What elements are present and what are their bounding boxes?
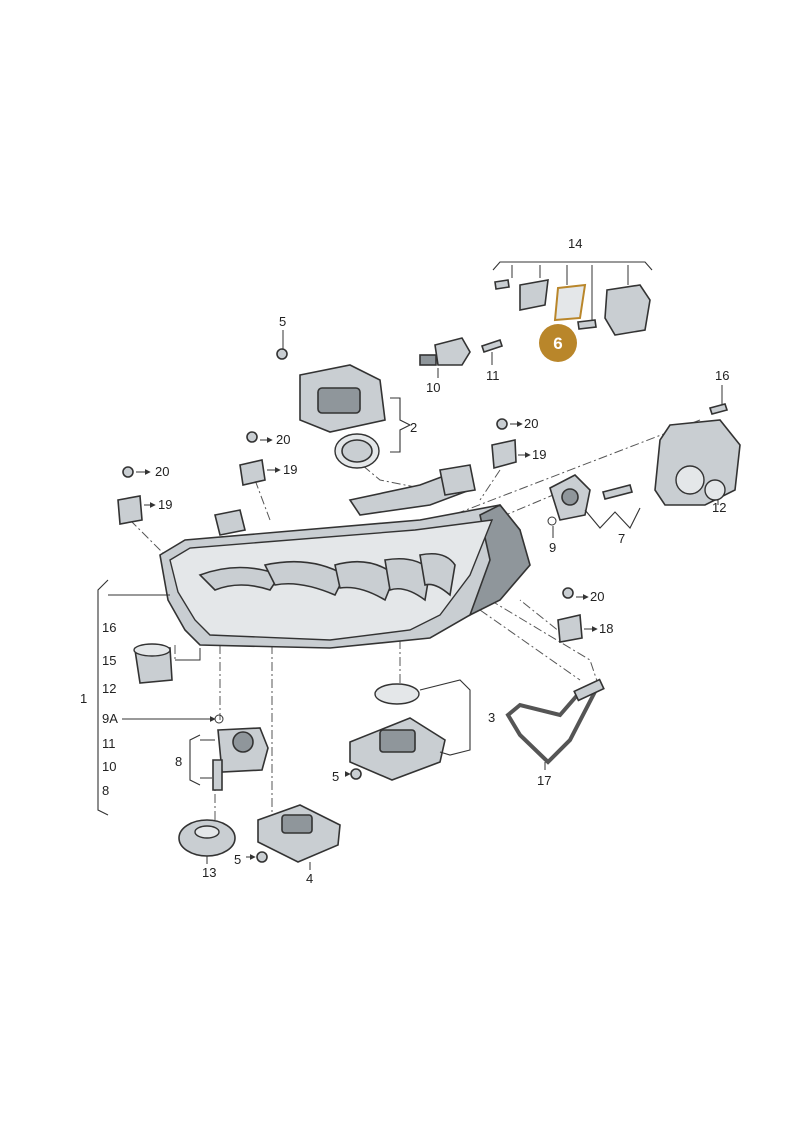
label-8-list: 8 xyxy=(102,783,109,798)
label-20-c: 20 xyxy=(155,464,169,479)
label-7: 7 xyxy=(618,531,625,546)
label-15: 15 xyxy=(102,653,116,668)
label-5-bottom: 5 xyxy=(234,852,241,867)
part-7-bulb xyxy=(549,474,633,521)
label-9a: 9A xyxy=(102,711,118,726)
label-18: 18 xyxy=(599,621,613,636)
label-17: 17 xyxy=(537,773,551,788)
leader-lines xyxy=(97,261,723,870)
highlighted-gasket-6 xyxy=(553,283,587,322)
part-9a-ring xyxy=(214,714,224,724)
label-3: 3 xyxy=(488,710,495,725)
label-14: 14 xyxy=(568,236,582,251)
label-19-a: 19 xyxy=(283,462,297,477)
label-19-c: 19 xyxy=(158,497,172,512)
part-20-screws xyxy=(122,348,574,599)
part-2-control-unit xyxy=(299,364,386,469)
part-5-screws xyxy=(256,768,362,863)
highlight-badge xyxy=(539,324,577,362)
label-5-top: 5 xyxy=(279,314,286,329)
label-11-list: 11 xyxy=(102,736,116,751)
label-20-b: 20 xyxy=(524,416,538,431)
label-13: 13 xyxy=(202,865,216,880)
headlight-housing xyxy=(159,464,531,649)
highlight-callout-6[interactable]: 6 xyxy=(539,324,577,362)
label-20-a: 20 xyxy=(276,432,290,447)
part-19-brackets xyxy=(117,439,583,643)
label-2: 2 xyxy=(410,420,417,435)
label-1: 1 xyxy=(80,691,87,706)
label-12-list: 12 xyxy=(102,681,116,696)
part-4-control-unit xyxy=(257,804,341,863)
part-9-ring xyxy=(547,516,557,526)
part-8-assembly xyxy=(212,727,269,791)
label-4: 4 xyxy=(306,871,313,886)
label-16-list: 16 xyxy=(102,620,116,635)
part-15-sleeve xyxy=(133,643,173,684)
highlight-badge-label: 6 xyxy=(553,334,562,353)
label-10: 10 xyxy=(426,380,440,395)
label-12: 12 xyxy=(712,500,726,515)
part-labels: 14 5 10 11 16 2 20 20 20 19 19 19 12 7 9… xyxy=(80,236,729,886)
part-11-screw xyxy=(480,338,504,354)
label-16: 16 xyxy=(715,368,729,383)
label-9: 9 xyxy=(549,540,556,555)
label-11: 11 xyxy=(486,368,500,383)
label-20-d: 20 xyxy=(590,589,604,604)
part-3-control-unit xyxy=(349,683,446,781)
part-12-cover xyxy=(654,419,741,506)
label-10-list: 10 xyxy=(102,759,116,774)
label-5-mid: 5 xyxy=(332,769,339,784)
part-13-cover xyxy=(178,819,236,857)
part-14-set xyxy=(494,279,651,336)
part-16-screw xyxy=(708,403,729,415)
label-19-b: 19 xyxy=(532,447,546,462)
label-8: 8 xyxy=(175,754,182,769)
part-10-motor xyxy=(419,337,471,366)
part-17-cable xyxy=(505,678,605,765)
